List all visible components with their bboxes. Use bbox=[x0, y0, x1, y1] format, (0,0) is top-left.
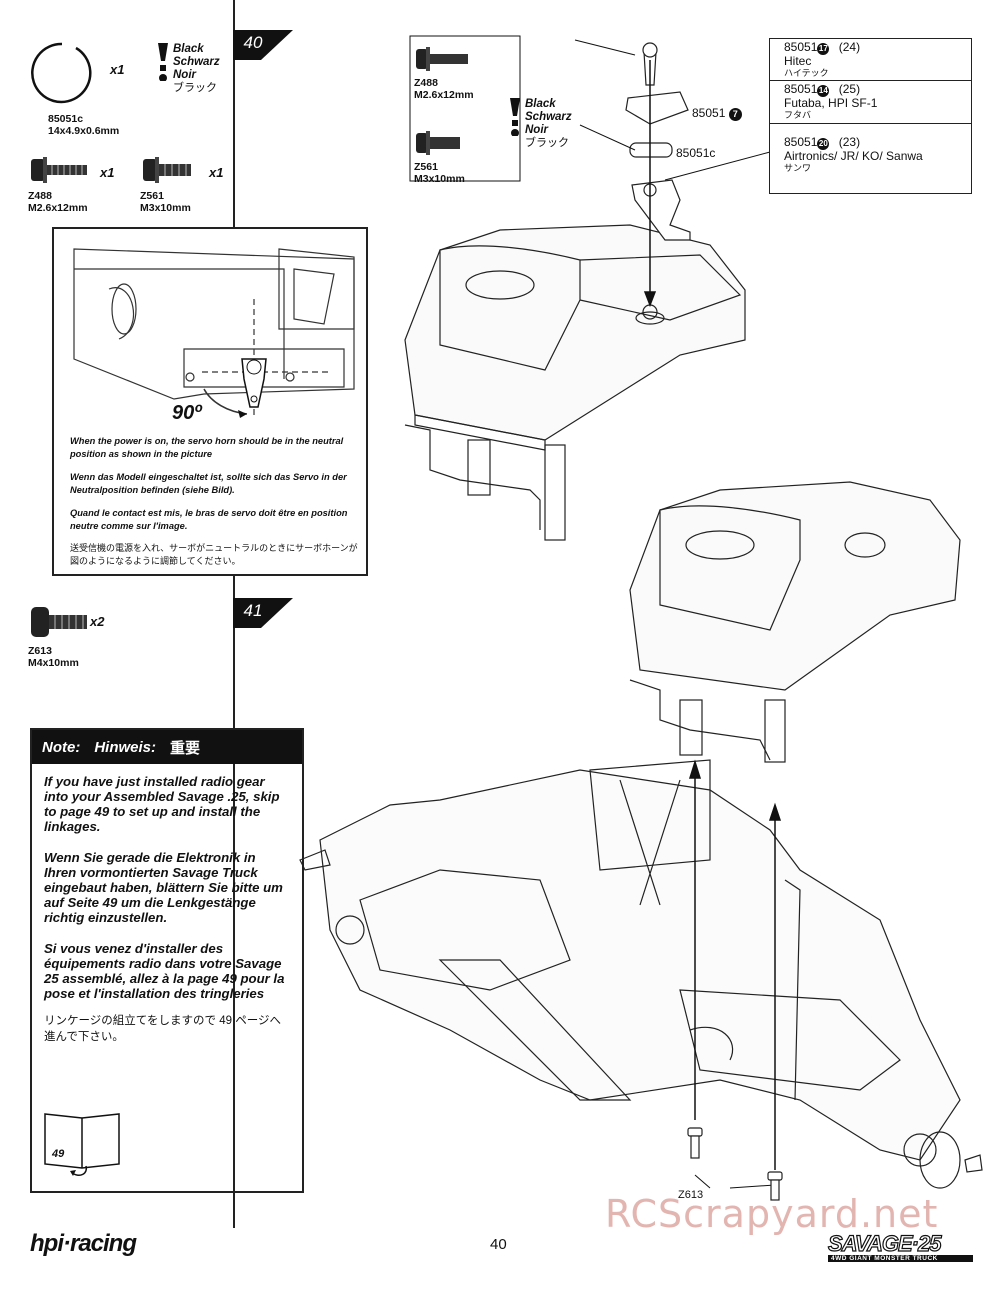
option-number-badge: 14 bbox=[817, 85, 830, 97]
note-text-de: Wenn Sie gerade die Elektronik in Ihren … bbox=[44, 850, 283, 925]
option-jp: ハイテック bbox=[784, 68, 829, 78]
option-number-badge: 20 bbox=[817, 138, 830, 150]
part-code: Z613 bbox=[28, 645, 52, 657]
option-number-badge: 17 bbox=[817, 43, 830, 55]
watermark: RCScrapyard.net bbox=[605, 1192, 939, 1236]
part-size: M4x10mm bbox=[28, 657, 79, 669]
part-z613: Z613 M4x10mm bbox=[28, 604, 148, 669]
warning-black: Black bbox=[525, 98, 556, 110]
book-page-number: 49 bbox=[52, 1148, 65, 1160]
note-label-en: Note: bbox=[42, 738, 81, 756]
warning-noir: Noir bbox=[525, 124, 548, 136]
note-text-jp: リンケージの組立てをしますので 49 ページへ進んで下さい。 bbox=[44, 1015, 281, 1043]
option-brand: Hitec bbox=[784, 54, 812, 68]
detail-z561: Z561 M3x10mm bbox=[414, 130, 514, 185]
circlip-ring-icon bbox=[31, 42, 92, 104]
part-code: 85051c bbox=[48, 113, 84, 125]
note-box: Note: Hinweis: 重要 If you have just insta… bbox=[30, 728, 304, 1193]
step-41-tab: 41 bbox=[233, 598, 293, 628]
note-text-fr: Si vous venez d'installer des équipement… bbox=[44, 941, 285, 1001]
warning-exclamation-icon bbox=[510, 98, 520, 136]
step-tab-shape bbox=[233, 598, 293, 628]
inset-text-jp: 送受信機の電源を入れ、サーボがニュートラルのときにサーボホーンが図のようになるよ… bbox=[70, 543, 358, 566]
detail-z488: Z488 M2.6x12mm bbox=[414, 46, 514, 101]
callout-z613: Z613 bbox=[678, 1189, 704, 1201]
option-jp: フタバ bbox=[784, 110, 812, 120]
inset-text-de: Wenn das Modell eingeschaltet ist, sollt… bbox=[70, 472, 347, 495]
book-drawing bbox=[44, 1113, 120, 1176]
part-code: Z488 bbox=[28, 190, 52, 202]
part-size: M3x10mm bbox=[140, 202, 191, 214]
page-number: 40 bbox=[490, 1236, 507, 1253]
warning-exclamation-icon bbox=[158, 43, 168, 81]
callout-85051c: 85051c bbox=[676, 146, 716, 160]
part-85051c: 85051c 14x4.9x0.6mm bbox=[22, 38, 132, 137]
note-label-de: Hinweis: bbox=[94, 738, 157, 756]
option-code: 85051 bbox=[784, 135, 818, 149]
part-z561: Z561 M3x10mm bbox=[140, 155, 240, 214]
option-code: 85051 bbox=[784, 82, 818, 96]
inset-text-en: When the power is on, the servo horn sho… bbox=[70, 436, 344, 459]
part-size: M2.6x12mm bbox=[414, 89, 474, 101]
detail-color-warning: Black Schwarz Noir ブラック bbox=[508, 98, 588, 150]
option-brand: Airtronics/ JR/ KO/ Sanwa bbox=[784, 149, 923, 163]
flange-screw-icon bbox=[416, 131, 460, 155]
warning-jp: ブラック bbox=[525, 137, 569, 149]
open-book-icon: 49 bbox=[42, 1108, 122, 1178]
part-qty: x1 bbox=[100, 165, 115, 180]
part-qty: x2 bbox=[90, 614, 105, 629]
part-qty: x1 bbox=[209, 165, 224, 180]
warning-jp: ブラック bbox=[173, 82, 217, 94]
option-code: 85051 bbox=[784, 40, 818, 54]
flange-screw-icon bbox=[31, 157, 87, 183]
part-z488: Z488 M2.6x12mm bbox=[28, 155, 128, 214]
part-code: Z488 bbox=[414, 77, 438, 89]
hpi-racing-logo: hpi·racing bbox=[30, 1230, 137, 1257]
part-qty: x1 bbox=[110, 62, 125, 77]
option-page: (23) bbox=[838, 135, 861, 149]
assembly-drawing bbox=[299, 35, 983, 1201]
warning-noir: Noir bbox=[173, 69, 196, 81]
product-tagline: 4WD GIANT MONSTER TRUCK bbox=[828, 1255, 973, 1262]
part-size: M2.6x12mm bbox=[28, 202, 88, 214]
savage-25-logo: SAVAGE·25 4WD GIANT MONSTER TRUCK bbox=[827, 1231, 973, 1262]
color-warning: Black Schwarz Noir ブラック bbox=[156, 43, 234, 95]
inset-text-fr: Quand le contact est mis, le bras de ser… bbox=[70, 508, 348, 531]
step-tab-shape bbox=[233, 30, 293, 60]
step-number: 40 bbox=[243, 33, 263, 52]
warning-schwarz: Schwarz bbox=[173, 56, 220, 68]
callout-85051: 85051 7 bbox=[692, 106, 742, 121]
option-brand: Futaba, HPI SF-1 bbox=[784, 96, 878, 110]
angle-label: 90º bbox=[172, 402, 202, 424]
part-code: Z561 bbox=[414, 161, 438, 173]
product-name: SAVAGE·25 bbox=[827, 1231, 942, 1256]
cap-screw-icon bbox=[31, 607, 87, 637]
part-code: Z561 bbox=[140, 190, 164, 202]
step-number: 41 bbox=[243, 601, 263, 620]
flange-screw-icon bbox=[416, 47, 468, 71]
note-label-jp: 重要 bbox=[170, 739, 201, 757]
note-header: Note: Hinweis: 重要 bbox=[32, 730, 302, 764]
part-size: M3x10mm bbox=[414, 173, 465, 185]
servo-neutral-inset: 90º When the power is on, the servo horn… bbox=[52, 227, 368, 576]
option-page: (25) bbox=[838, 82, 861, 96]
option-jp: サンワ bbox=[784, 163, 812, 173]
callout-code: 85051 bbox=[692, 106, 726, 120]
warning-black: Black bbox=[173, 43, 204, 55]
part-size: 14x4.9x0.6mm bbox=[48, 125, 120, 137]
note-text-en: If you have just installed radio gear in… bbox=[44, 774, 280, 834]
flange-screw-icon bbox=[143, 157, 191, 183]
servo-neutral-drawing bbox=[73, 248, 355, 419]
callout-number-badge: 7 bbox=[728, 108, 742, 121]
step-40-tab: 40 bbox=[233, 30, 293, 60]
warning-schwarz: Schwarz bbox=[525, 111, 572, 123]
option-page: (24) bbox=[838, 40, 861, 54]
